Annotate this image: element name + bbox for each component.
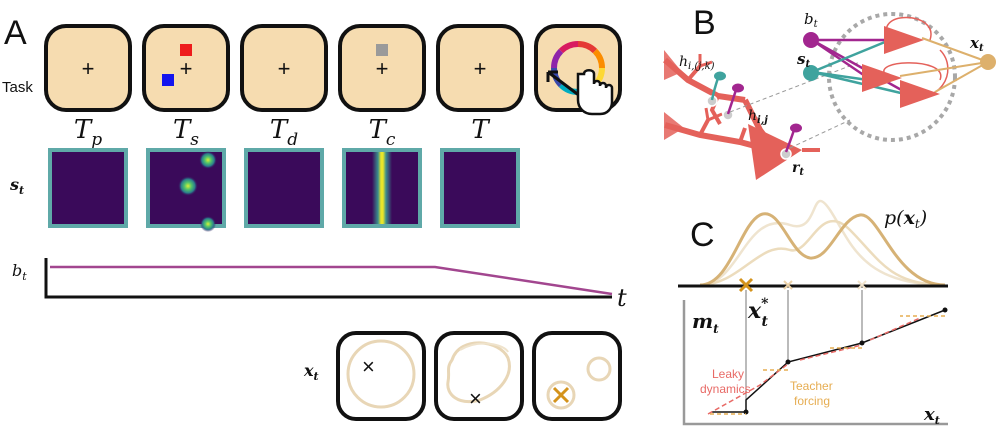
task-row: + Tp + Ts + Td + Tc + T (44, 24, 622, 150)
xt-axis-label: xt (923, 404, 940, 427)
mt-axes (682, 300, 948, 426)
stimulus-map (244, 148, 324, 228)
x-marker-faint (857, 280, 867, 290)
task-label: Ts (173, 115, 199, 150)
stimulus-square-blue (162, 74, 174, 86)
fixation-cross: + (82, 56, 95, 81)
xt-node-label: xt (969, 34, 984, 54)
task-label: Tp (74, 115, 102, 150)
network-neuron (900, 80, 940, 108)
dendrite-tree (663, 50, 820, 180)
task-box: + (240, 24, 328, 112)
bt-trace (50, 265, 613, 296)
x-marker: × (469, 386, 482, 411)
task-box: + (338, 24, 426, 112)
task-row-label: Task (2, 79, 33, 96)
st-row-label: st (9, 175, 24, 197)
task-box: + (44, 24, 132, 112)
xt-box-1: × (336, 331, 426, 421)
x-marker-orange (552, 386, 570, 404)
fixation-cross: + (474, 56, 487, 81)
time-axis-label: t (617, 284, 627, 312)
x-marker-faint (783, 280, 793, 290)
stimulus-map (48, 148, 128, 228)
bt-node-label: bt (804, 10, 819, 30)
xt-box-3 (532, 331, 622, 421)
trajectory (712, 309, 946, 413)
fixation-cross: + (180, 56, 193, 81)
neuron-soma (748, 124, 802, 180)
stimulus-map (146, 148, 226, 232)
xt-node (980, 54, 996, 70)
st-node-label: st (797, 50, 810, 70)
h-ijk-label: hi,(j,k) (679, 54, 715, 72)
network (803, 16, 996, 108)
x-marker-orange (738, 277, 754, 293)
fixation-cross: + (278, 56, 291, 81)
stimulus-row (48, 148, 520, 232)
xstar-label: x*t (747, 296, 769, 330)
bt-row-label: bt (12, 261, 27, 283)
stimulus-map (440, 148, 520, 228)
task-box (534, 24, 622, 116)
stimulus-square-red (180, 44, 192, 56)
network-ring (827, 12, 957, 142)
stimulus-map (342, 148, 422, 228)
panel-c-letter: C (690, 216, 715, 254)
xt-row-label: xt (303, 361, 319, 383)
network-neuron (884, 26, 924, 54)
synapse-node (722, 109, 734, 121)
task-label: T (471, 115, 490, 145)
density-curves (699, 199, 946, 287)
task-label: Td (270, 115, 298, 150)
task-box: + (142, 24, 230, 112)
cue-square (376, 44, 388, 56)
mt-axis-label: mt (692, 309, 719, 336)
teacher-forcing-line (710, 315, 945, 415)
panel-a-letter: A (4, 14, 27, 52)
xt-box-2: × (434, 331, 524, 421)
pointer-hand-icon (576, 69, 614, 116)
task-label: Tc (369, 115, 396, 150)
task-box: + (436, 24, 524, 112)
rt-label: rt (792, 160, 804, 178)
bt-axes (44, 258, 612, 299)
bt-node (803, 32, 819, 48)
h-ij-label: hi,j (748, 108, 768, 126)
x-marker: × (362, 354, 375, 379)
st-node (803, 65, 819, 81)
density-label: p(xt) (884, 207, 927, 231)
network-neuron (862, 64, 902, 92)
leaky-dynamics-line (707, 317, 921, 415)
fixation-cross: + (376, 56, 389, 81)
panel-b-letter: B (693, 4, 716, 42)
